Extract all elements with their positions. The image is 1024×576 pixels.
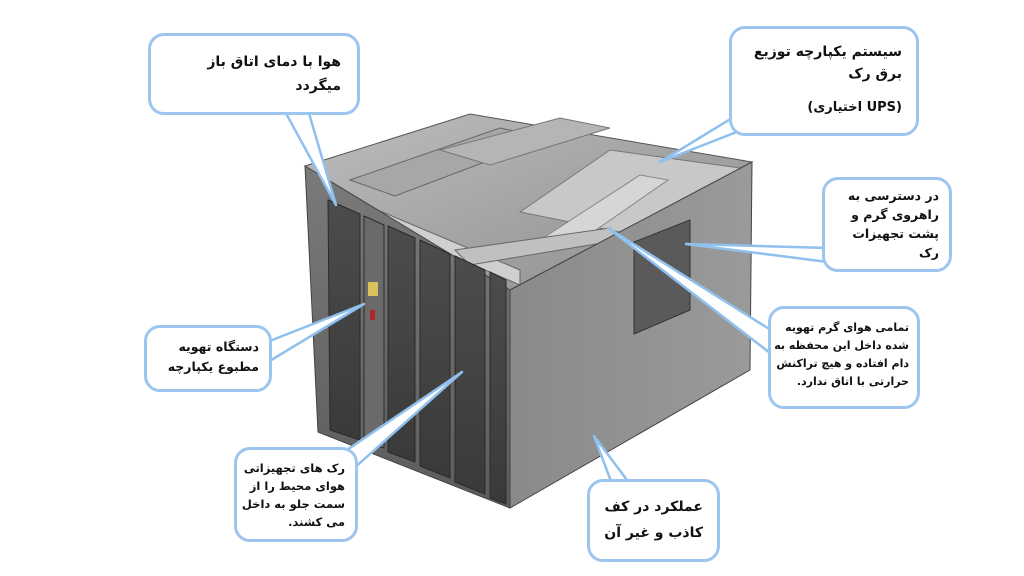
side-access-window [633, 219, 691, 335]
callout-line: می کشند. [288, 515, 345, 529]
callout-line: دستگاه تهویه [178, 339, 259, 354]
enclosure-side-face [509, 161, 753, 509]
callout-power-distribution: سیستم یکپارچه توزیع برق رک (UPS اختیاری) [729, 26, 919, 136]
cooling-unit-indicator [370, 310, 375, 320]
callout-equipment-racks: رک های تجهیزاتی هوای محیط را از سمت جلو … [234, 447, 358, 542]
callout-line: برق رک [848, 66, 902, 82]
callout-line: حرارتی با اتاق ندارد. [796, 375, 909, 388]
callout-containment: تمامی هوای گرم تهویه شده داخل این محفظه … [768, 306, 920, 409]
callout-room-air: هوا با دمای اتاق باز میگردد [148, 33, 360, 115]
callout-cooling-unit: دستگاه تهویه مطبوع یکپارچه [144, 325, 272, 392]
rack-door [454, 255, 486, 495]
rack-door [489, 271, 507, 505]
callout-raised-floor: عملکرد در کف کاذب و غیر آن [587, 479, 720, 562]
callout-line: شده داخل این محفظه به [774, 339, 909, 352]
callout-line: پشت تجهیزات [852, 226, 939, 241]
cooling-unit-panel [368, 282, 378, 296]
callout-line: رک های تجهیزاتی [243, 461, 345, 475]
callout-line: هوای محیط را از [249, 479, 345, 493]
contained-enclosure [303, 113, 754, 509]
callout-pointers [260, 104, 830, 486]
callout-line: عملکرد در کف [604, 499, 703, 515]
callout-line: (UPS اختیاری) [807, 100, 902, 115]
callout-line: رک [919, 245, 939, 260]
callout-line: تمامی هوای گرم تهویه [785, 321, 909, 334]
callout-line: سیستم یکپارچه توزیع [753, 44, 902, 60]
callout-line: میگردد [295, 78, 341, 94]
rack-door [419, 239, 451, 479]
callout-line: دام افتاده و هیچ تراکنش [776, 357, 909, 370]
callout-line: هوا با دمای اتاق باز [207, 54, 341, 70]
rack-door [387, 225, 416, 463]
callout-hot-aisle-access: در دسترسی به راهروی گرم و پشت تجهیزات رک [822, 177, 952, 272]
callout-line: در دسترسی به [847, 188, 939, 203]
roof-duct [438, 117, 611, 166]
callout-line: مطبوع یکپارچه [167, 359, 259, 374]
callout-line: کاذب و غیر آن [604, 525, 703, 541]
callout-line: راهروی گرم و [851, 207, 939, 222]
cooling-unit-door [363, 215, 385, 449]
callout-line: سمت جلو به داخل [241, 497, 345, 511]
